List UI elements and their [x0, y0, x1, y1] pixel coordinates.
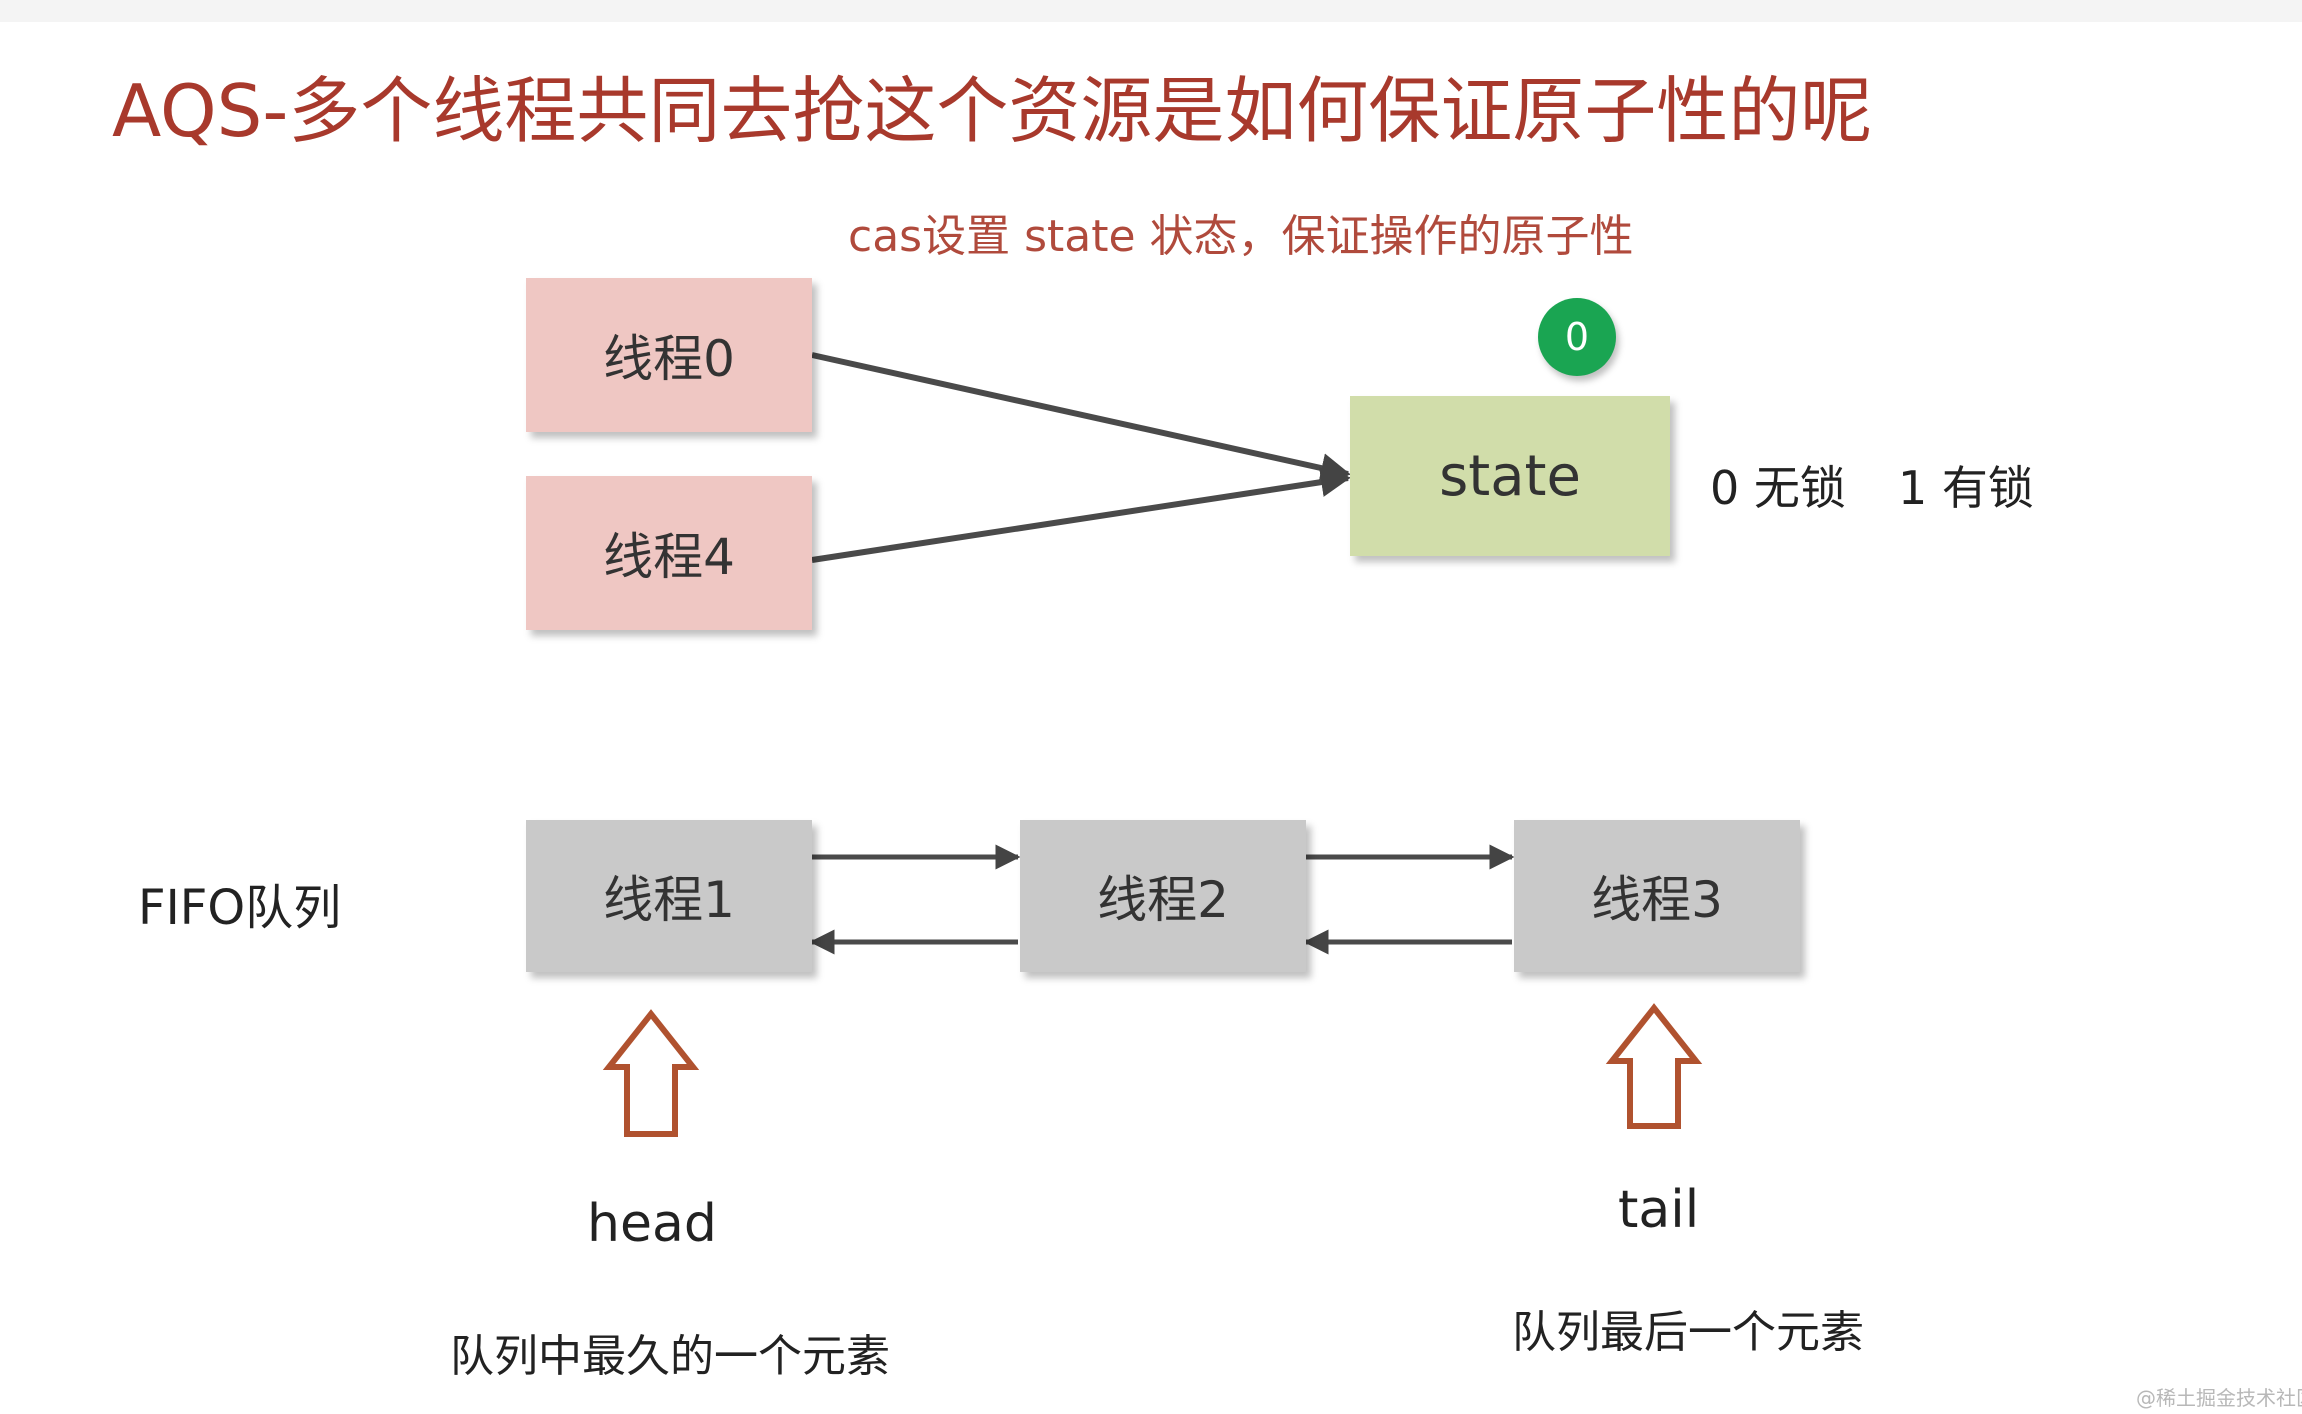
head-label: head: [587, 1194, 717, 1254]
arrow-thread4-to-state: [811, 467, 1351, 563]
watermark: @稀土掘金技术社区: [2136, 1386, 2302, 1410]
head-up-arrow-icon: [602, 1009, 700, 1137]
legend-unlocked: 0 无锁: [1710, 461, 1846, 515]
legend-locked: 1 有锁: [1898, 461, 2034, 515]
state-label: state: [1439, 443, 1581, 509]
head-note: 队列中最久的一个元素: [450, 1331, 890, 1382]
arrow-thread0-to-state: [811, 352, 1351, 483]
thread2-box: 线程2: [1020, 820, 1306, 972]
thread3-box: 线程3: [1514, 820, 1800, 972]
slide-title: AQS-多个线程共同去抢这个资源是如何保证原子性的呢: [112, 69, 1873, 153]
fifo-queue-label: FIFO队列: [138, 880, 342, 936]
tail-label: tail: [1618, 1180, 1700, 1240]
thread0-box: 线程0: [526, 278, 812, 432]
state-box: state: [1350, 396, 1670, 556]
cas-subtitle: cas设置 state 状态，保证操作的原子性: [848, 211, 1634, 262]
tail-note: 队列最后一个元素: [1512, 1307, 1864, 1358]
tail-up-arrow-icon: [1605, 1003, 1703, 1129]
top-band: [0, 0, 2302, 22]
thread4-box: 线程4: [526, 476, 812, 630]
state-value-badge: 0: [1538, 298, 1616, 376]
thread1-box: 线程1: [526, 820, 812, 972]
